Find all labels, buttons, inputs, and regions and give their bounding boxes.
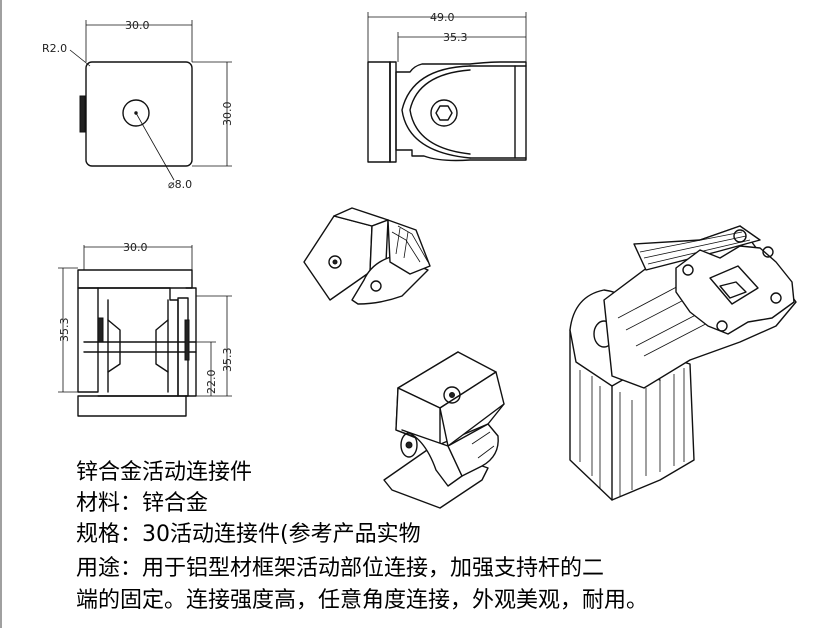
side-outer-dim: 49.0	[430, 11, 455, 24]
description-spec: 规格：30活动连接件(参考产品实物	[76, 522, 421, 547]
top-hole-dim: ⌀8.0	[168, 178, 192, 191]
side-view: 49.0 35.3	[367, 11, 527, 163]
front-width-dim: 30.0	[123, 241, 148, 254]
iso-assembly	[569, 225, 797, 501]
top-width-dim: 30.0	[125, 19, 150, 32]
front-inner-height-dim: 22.0	[205, 370, 218, 395]
side-inner-dim: 35.3	[443, 31, 468, 44]
top-radius-dim: R2.0	[42, 42, 67, 55]
description-material: 材料：锌合金	[76, 491, 209, 516]
iso-connector-small	[303, 207, 431, 305]
front-right-height-dim: 35.3	[221, 348, 234, 373]
top-view: 30.0 R2.0 30.0 ⌀8.0	[42, 19, 234, 191]
description-usage: 用途：用于铝型材框架活动部位连接，加强支持杆的二	[76, 556, 605, 581]
front-view: 30.0 35.3 35.3 22.0	[58, 241, 234, 417]
top-height-dim: 30.0	[221, 102, 234, 127]
description-title: 锌合金活动连接件	[76, 460, 253, 485]
description-usage-continued: 端的固定。连接强度高，任意角度连接，外观美观，耐用。	[76, 588, 649, 613]
front-left-height-dim: 35.3	[58, 318, 71, 343]
iso-connector-cube	[383, 351, 505, 509]
